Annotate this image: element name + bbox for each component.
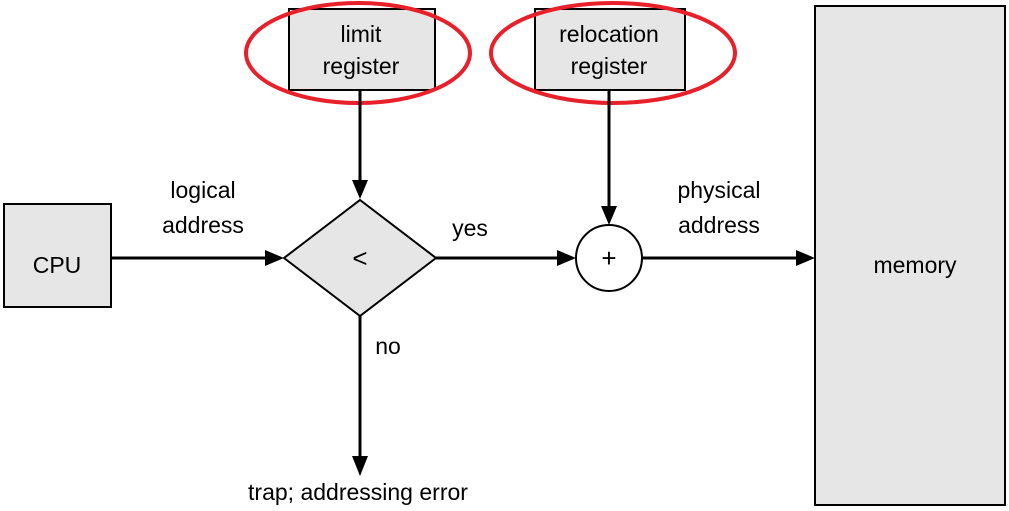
memory-label: memory (873, 252, 957, 278)
relocation-register-box (534, 8, 686, 91)
cpu-label: CPU (33, 252, 82, 278)
physical-address-label-line2: address (678, 212, 760, 238)
logical-address-label-line1: logical (170, 177, 235, 203)
relocation-arrowhead (601, 206, 617, 225)
adder-symbol: + (601, 243, 616, 273)
no-label: no (375, 333, 401, 359)
cpu-box (3, 203, 112, 308)
logical-address-label-line2: address (162, 212, 244, 238)
yes-label: yes (452, 215, 488, 241)
relocation-register-label-line2: register (571, 53, 648, 79)
limit-arrowhead (352, 180, 368, 199)
limit-register-label-line2: register (323, 53, 400, 79)
physical-address-arrowhead (796, 250, 815, 266)
relocation-register-highlight (489, 1, 737, 105)
yes-arrowhead (557, 250, 576, 266)
physical-address-label-line1: physical (677, 177, 760, 203)
limit-register-label-line1: limit (341, 21, 382, 47)
limit-register-box (288, 8, 436, 91)
trap-label: trap; addressing error (248, 479, 468, 505)
logical-address-arrowhead (265, 250, 284, 266)
no-arrowhead (352, 456, 368, 476)
relocation-register-label-line1: relocation (559, 21, 659, 47)
limit-register-highlight (244, 1, 472, 105)
memory-block (814, 5, 1006, 506)
comparator-symbol: < (352, 243, 367, 273)
